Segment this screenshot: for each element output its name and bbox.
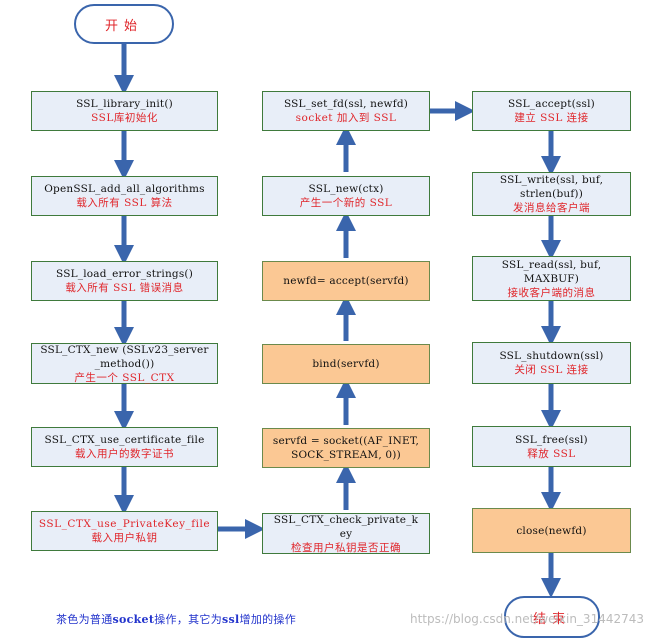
box-note: 载入用户私钥 <box>91 532 158 544</box>
box-note: 建立 SSL 连接 <box>514 112 589 124</box>
box-code: SSL_set_fd(ssl, newfd) <box>283 98 409 110</box>
box-accept: newfd= accept(servfd) <box>262 261 430 301</box>
box-ssl-set-fd: SSL_set_fd(ssl, newfd) socket 加入到 SSL <box>262 91 430 131</box>
box-ssl-free: SSL_free(ssl) 释放 SSL <box>472 426 631 467</box>
box-note: 产生一个新的 SSL <box>299 197 393 209</box>
box-socket: servfd = socket((AF_INET, SOCK_STREAM, 0… <box>262 428 430 468</box>
box-code: _method()) <box>94 357 155 370</box>
box-ssl-ctx-new: SSL_CTX_new (SSLv23_server _method()) 产生… <box>31 343 218 384</box>
end-terminal: 结束 <box>504 596 600 638</box>
box-ssl-new: SSL_new(ctx) 产生一个新的 SSL <box>262 176 430 216</box>
box-code: SSL_write(ssl, buf, <box>499 174 604 186</box>
box-code: SSL_free(ssl) <box>515 433 588 446</box>
box-code: ey <box>339 527 353 540</box>
box-ssl-accept: SSL_accept(ssl) 建立 SSL 连接 <box>472 91 631 131</box>
box-code: SSL_CTX_check_private_k <box>273 513 419 526</box>
box-close: close(newfd) <box>472 508 631 553</box>
box-code: SSL_new(ctx) <box>308 183 384 195</box>
box-note: SSL库初始化 <box>91 112 158 124</box>
box-code: SSL_accept(ssl) <box>508 98 595 110</box>
box-note: 载入所有 SSL 错误消息 <box>65 282 184 294</box>
box-note: 发消息给客户端 <box>513 202 590 214</box>
box-openssl-add-all-algorithms: OpenSSL_add_all_algorithms 载入所有 SSL 算法 <box>31 176 218 216</box>
box-ssl-write: SSL_write(ssl, buf, strlen(buf)) 发消息给客户端 <box>472 172 631 216</box>
box-note: 接收客户端的消息 <box>507 286 596 299</box>
box-code: SSL_shutdown(ssl) <box>499 350 604 362</box>
start-terminal: 开始 <box>74 4 174 44</box>
box-bind: bind(servfd) <box>262 344 430 384</box>
box-ssl-ctx-check-private-key: SSL_CTX_check_private_k ey 检查用户私钥是否正确 <box>262 513 430 554</box>
legend-socket: socket <box>112 613 155 626</box>
box-code: SOCK_STREAM, 0)) <box>291 449 401 461</box>
legend-note: 茶色为普通socket操作，其它为ssl增加的操作 <box>56 611 296 627</box>
box-ssl-read: SSL_read(ssl, buf, MAXBUF) 接收客户端的消息 <box>472 256 631 301</box>
box-code: SSL_CTX_use_PrivateKey_file <box>38 518 211 530</box>
legend-mid: 操作，其它为 <box>154 613 223 626</box>
legend-prefix: 茶色为普通 <box>56 613 113 626</box>
box-note: 检查用户私钥是否正确 <box>291 541 401 554</box>
box-code: SSL_library_init() <box>76 98 173 110</box>
box-code: strlen(buf)) <box>519 188 584 200</box>
box-ssl-load-error-strings: SSL_load_error_strings() 载入所有 SSL 错误消息 <box>31 261 218 301</box>
box-ssl-ctx-use-certificate-file: SSL_CTX_use_certificate_file 载入用户的数字证书 <box>31 427 218 467</box>
box-note: 产生一个 SSL_CTX <box>74 371 175 384</box>
box-note: socket 加入到 SSL <box>295 112 397 124</box>
box-note: 释放 SSL <box>527 447 576 460</box>
box-code: SSL_CTX_new (SSLv23_server <box>40 343 209 356</box>
box-note: 关闭 SSL 连接 <box>514 364 589 376</box>
box-code: SSL_load_error_strings() <box>55 268 194 280</box>
box-ssl-library-init: SSL_library_init() SSL库初始化 <box>31 91 218 131</box>
legend-ssl: ssl <box>222 613 240 626</box>
legend-suffix: 增加的操作 <box>239 613 297 626</box>
box-code: OpenSSL_add_all_algorithms <box>44 183 205 195</box>
box-code: newfd= accept(servfd) <box>283 275 409 287</box>
box-note: 载入用户的数字证书 <box>75 448 174 460</box>
box-code: MAXBUF) <box>523 272 580 285</box>
box-code: SSL_read(ssl, buf, <box>501 258 602 271</box>
box-code: bind(servfd) <box>312 358 380 370</box>
box-ssl-ctx-use-privatekey-file: SSL_CTX_use_PrivateKey_file 载入用户私钥 <box>31 511 218 551</box>
box-code: close(newfd) <box>516 524 587 537</box>
box-code: servfd = socket((AF_INET, <box>272 435 420 447</box>
watermark: https://blog.csdn.net/weixin_31442743 <box>410 612 645 626</box>
box-code: SSL_CTX_use_certificate_file <box>44 434 205 446</box>
box-note: 载入所有 SSL 算法 <box>76 197 173 209</box>
box-ssl-shutdown: SSL_shutdown(ssl) 关闭 SSL 连接 <box>472 342 631 384</box>
